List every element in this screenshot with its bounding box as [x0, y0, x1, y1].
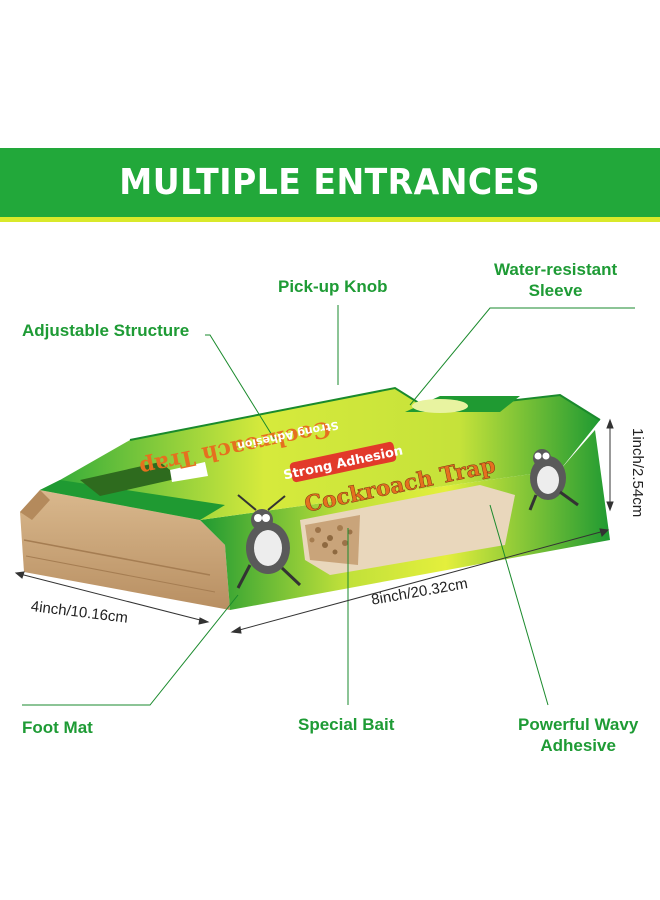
header-banner: MULTIPLE ENTRANCES: [0, 148, 660, 222]
callout-lines: [22, 305, 635, 706]
special-bait: [309, 525, 353, 555]
foot-mat-tray: [20, 490, 230, 610]
trap-body: [40, 386, 610, 610]
dimension-height: 1inch/2.54cm: [629, 428, 646, 518]
callout-wavy-adhesive-line1: Powerful Wavy: [518, 715, 639, 734]
banner-title: MULTIPLE ENTRANCES: [119, 162, 541, 203]
cockroach-mascot-right: [528, 449, 579, 511]
callout-foot-mat: Foot Mat: [22, 718, 93, 737]
callout-water-resistant-line1: Water-resistant: [494, 260, 618, 279]
pickup-knob-shape: [405, 396, 520, 413]
callout-wavy-adhesive-line2: Adhesive: [540, 736, 616, 755]
cockroach-mascot-left: [236, 494, 302, 589]
callout-special-bait: Special Bait: [298, 715, 395, 734]
callout-adjustable-structure: Adjustable Structure: [22, 321, 190, 340]
callout-wavy-adhesive: Powerful Wavy Adhesive: [518, 714, 638, 756]
callout-water-resistant-sleeve: Water-resistant Sleeve: [494, 259, 617, 301]
callout-water-resistant-line2: Sleeve: [528, 281, 583, 300]
dimension-lines: [14, 418, 614, 634]
callout-pickup-knob: Pick-up Knob: [278, 277, 388, 296]
